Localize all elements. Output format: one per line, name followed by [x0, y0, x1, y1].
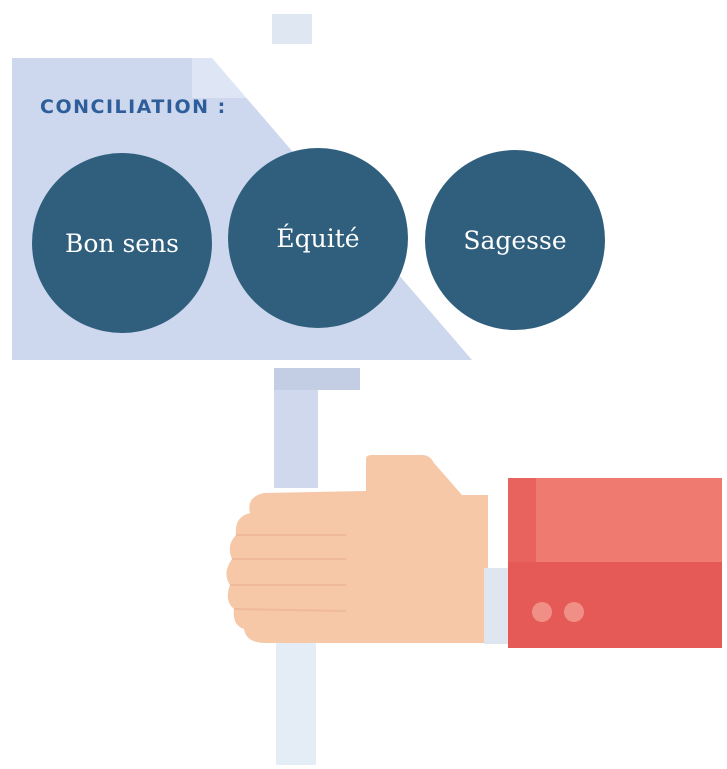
pole-top [272, 14, 312, 44]
value-label: Équité [276, 223, 360, 253]
shirt-cuff [484, 568, 510, 644]
sleeve-highlight [536, 478, 722, 562]
sleeve [508, 478, 722, 648]
sleeve-button-icon [564, 602, 584, 622]
sign-title: CONCILIATION : [40, 96, 227, 118]
pole-bottom [276, 640, 316, 765]
value-circle-bon-sens: Bon sens [32, 153, 212, 333]
value-label: Bon sens [64, 228, 180, 258]
sleeve-button-icon [532, 602, 552, 622]
pole-joint [274, 368, 360, 390]
value-label: Sagesse [463, 225, 567, 255]
value-circle-equite: Équité [228, 148, 408, 328]
hand-icon [226, 455, 488, 643]
value-circle-sagesse: Sagesse [425, 150, 605, 330]
